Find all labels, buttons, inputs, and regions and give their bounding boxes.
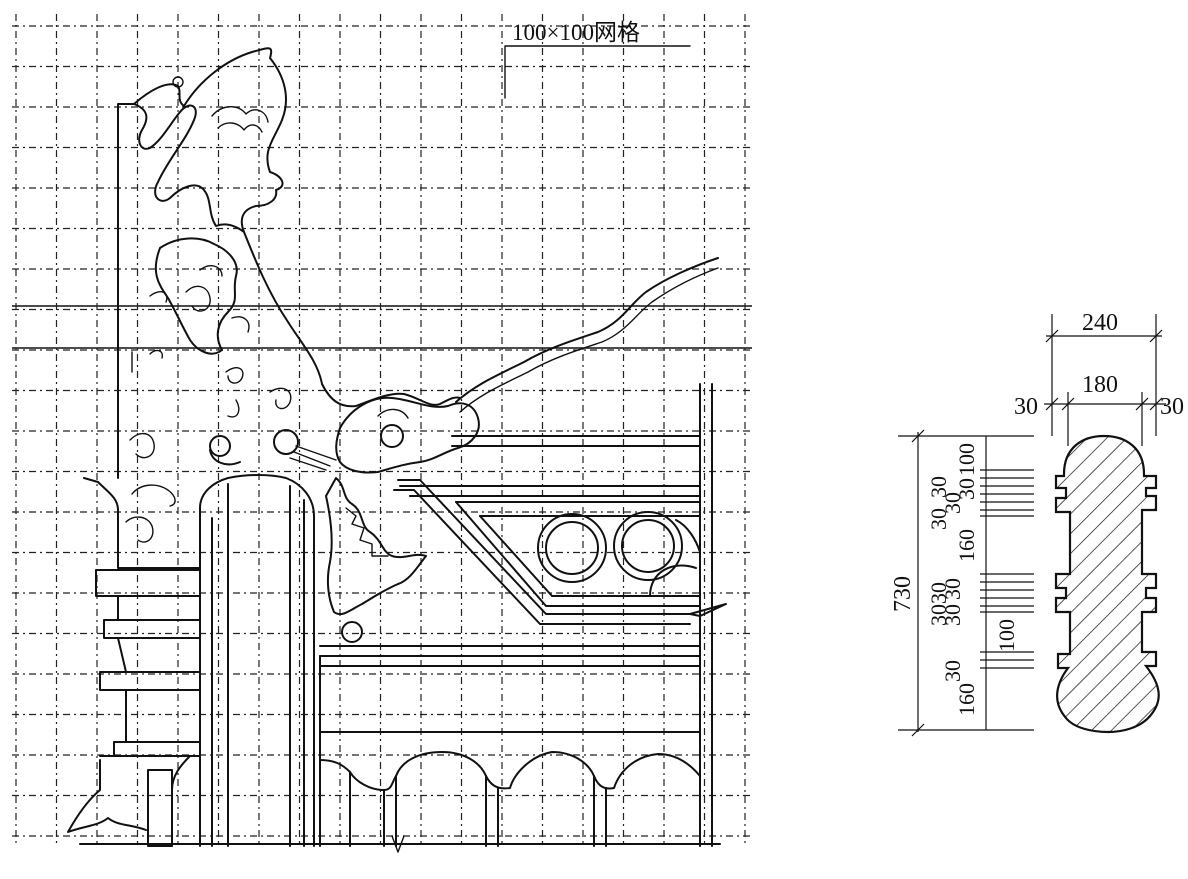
- dim-30-left-label: 30: [1014, 394, 1038, 420]
- dim-seg-mid-0: 30: [926, 582, 951, 604]
- eave-beams: [319, 383, 727, 847]
- crest-bird: [133, 47, 287, 233]
- body-curl-4: [149, 349, 164, 359]
- scroll-right: [273, 429, 299, 455]
- lower-claw: [325, 477, 427, 616]
- main-post: [199, 474, 315, 847]
- profile-shape: [1054, 434, 1160, 734]
- pedestal-foot-flame: [67, 759, 147, 833]
- dragon-mane: [154, 237, 238, 355]
- roof-ridge-ornament: [67, 47, 727, 853]
- pedestal-foot: [99, 755, 191, 847]
- pedestal-neck-2: [117, 637, 127, 673]
- dragon-body: [243, 231, 461, 408]
- break-mark: [391, 835, 405, 853]
- dim-seg-100-label: 100: [994, 619, 1019, 652]
- dim-seg-bottom-0: 30: [940, 660, 965, 682]
- arched-balustrade: [319, 751, 701, 791]
- dim-seg-bottom-1: 160: [954, 683, 979, 716]
- brace-outer: [397, 479, 691, 615]
- scroll-right-lines: [289, 445, 337, 471]
- lattice-ring-1: [537, 513, 607, 583]
- body-curl-1: [231, 316, 250, 333]
- dim-height-chain: 730 100 30 30 30 30 160 30 30 30 30 100 …: [890, 429, 1034, 737]
- lattice-ring-3-part: [649, 564, 697, 597]
- mane-curl-3: [149, 291, 168, 303]
- dragon-whisker: [455, 257, 719, 403]
- dim-seg-top-0: 100: [954, 443, 979, 476]
- arch-posts: [349, 771, 607, 847]
- frame-left-edge: [117, 103, 135, 479]
- left-pedestal: [67, 477, 201, 847]
- dim-240-label: 240: [1082, 310, 1118, 336]
- grid-note: 100×100网格: [504, 20, 691, 99]
- pedestal-band-1: [95, 569, 201, 597]
- pedestal-foot-block: [147, 769, 173, 847]
- mane-curl-1: [185, 285, 211, 312]
- pedestal-band-4: [113, 741, 201, 757]
- body-curl-2: [225, 367, 244, 384]
- lattice-ring-4-part: [675, 519, 701, 553]
- body-curl-5: [227, 399, 240, 418]
- scroll-left-tail: [209, 449, 241, 466]
- dim-seg-mid-1: 30: [940, 578, 965, 600]
- left-flame-3: [125, 516, 154, 543]
- lattice-ring-1-inner: [545, 521, 599, 575]
- crest-feather-1: [211, 106, 269, 123]
- dragon-whisker-outer: [459, 267, 719, 413]
- grid-note-leader: [504, 45, 691, 99]
- reference-grid: [12, 14, 752, 846]
- crest-eye: [172, 76, 184, 88]
- dragon-brow: [377, 408, 409, 419]
- dim-seg-mid-2: 30: [940, 604, 965, 626]
- dim-seg-top-3: 30: [926, 508, 951, 530]
- dim-overall-width: 240: [1045, 310, 1163, 436]
- pedestal-top: [83, 477, 201, 569]
- left-flame-2: [131, 484, 176, 507]
- section-profile: 240 180 30 30 730 100 30: [890, 310, 1184, 737]
- dim-30-right-label: 30: [1160, 394, 1184, 420]
- lower-claw-teeth: [345, 507, 389, 557]
- dim-seg-top-5: 160: [954, 529, 979, 562]
- grid-note-label: 100×100网格: [512, 20, 640, 45]
- dim-seg-top-1: 30: [926, 476, 951, 498]
- lattice-ring-2: [613, 511, 683, 581]
- lattice-frame-outer: [455, 501, 701, 607]
- pedestal-band-2: [103, 619, 201, 639]
- lattice-ring-2-inner: [621, 519, 675, 573]
- dim-seg-top-2: 30: [954, 478, 979, 500]
- body-curl-3: [269, 387, 292, 410]
- dim-seg-top-4: 30: [940, 492, 965, 514]
- dim-730-label: 730: [890, 576, 916, 612]
- pedestal-band-3: [99, 671, 201, 691]
- mane-curl-2: [199, 265, 223, 277]
- dragon-head: [335, 396, 480, 474]
- left-flame-1: [129, 433, 155, 459]
- scroll-lower: [341, 621, 363, 643]
- crest-feather-2: [217, 122, 263, 133]
- dragon-eye: [380, 424, 404, 448]
- dim-180-label: 180: [1082, 372, 1118, 398]
- scroll-left: [209, 435, 231, 457]
- dim-seg-mid-3: 30: [926, 604, 951, 626]
- dim-inner-width: 180 30 30: [1014, 372, 1184, 446]
- brace-inner: [393, 489, 691, 625]
